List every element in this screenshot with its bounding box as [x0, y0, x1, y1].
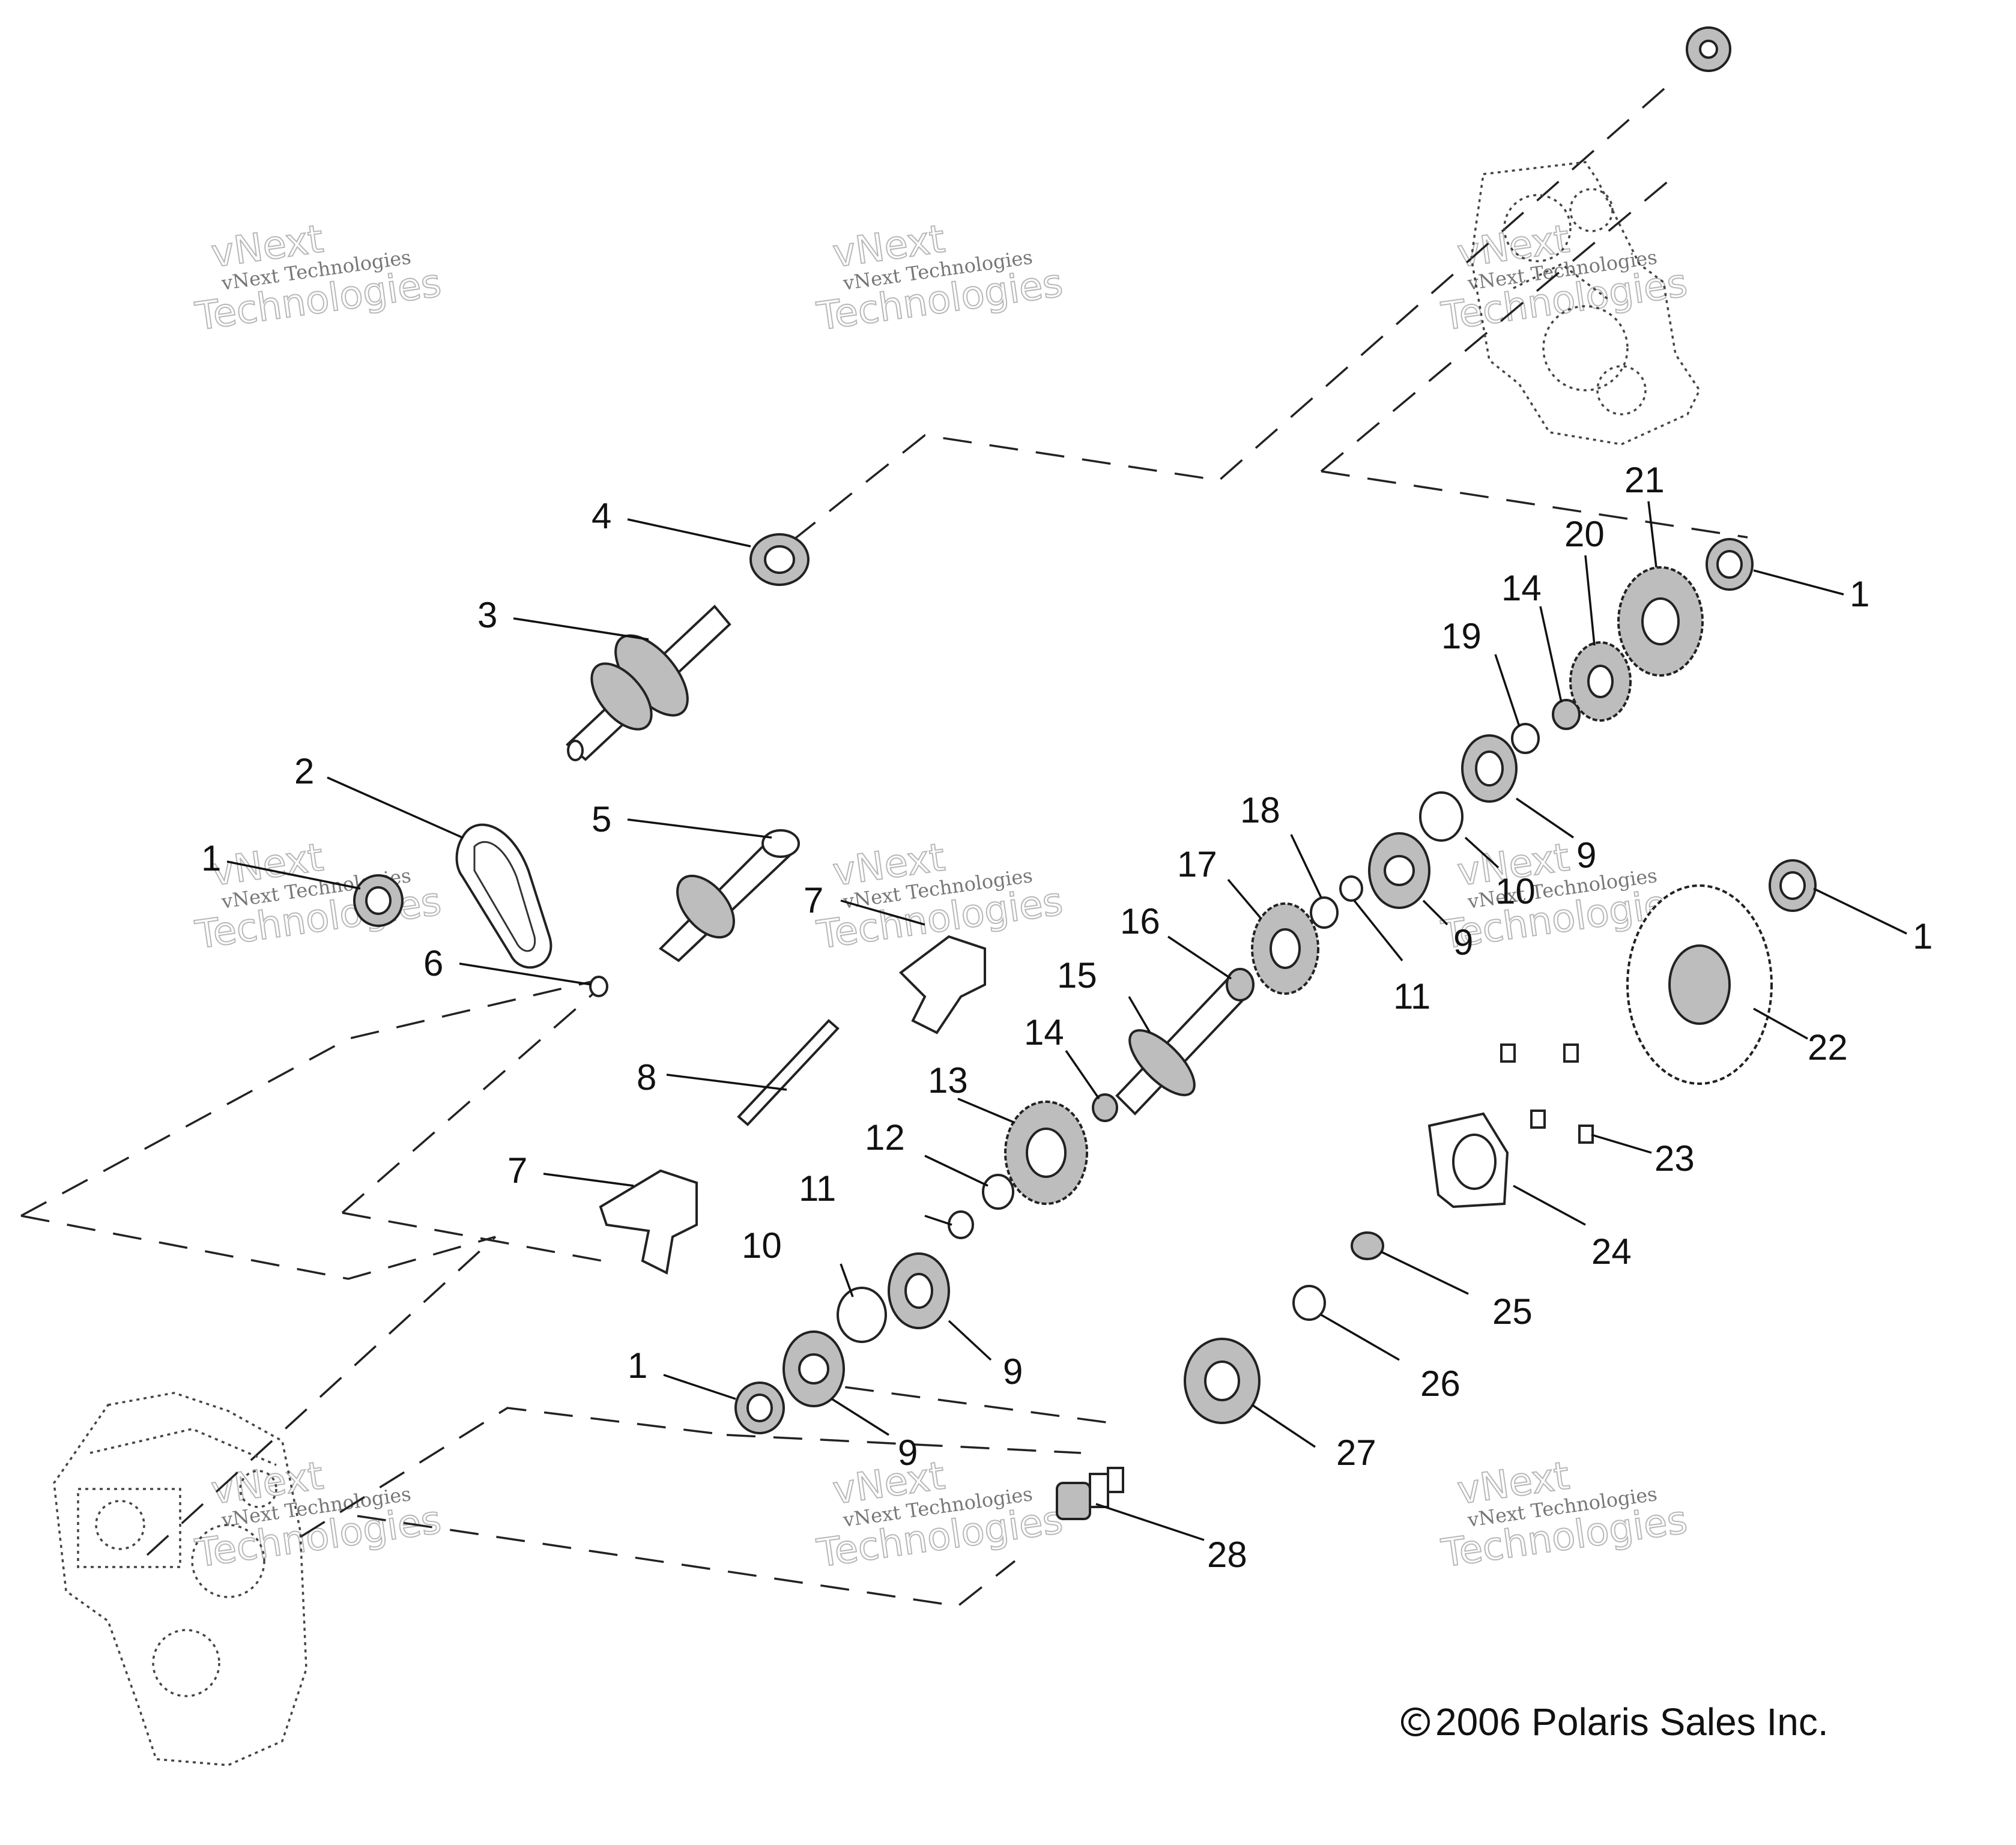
callout-1: 1 [1850, 574, 1869, 614]
callout-10: 10 [742, 1225, 782, 1266]
bearing-part-9-c [888, 1252, 950, 1329]
bearing-part-16 [1226, 968, 1255, 1001]
bearing-part-27 [1184, 1338, 1261, 1424]
shift-shaft-part-5 [658, 829, 800, 962]
callout-27: 27 [1336, 1433, 1376, 1473]
callout-7: 7 [507, 1150, 527, 1191]
callout-6: 6 [423, 943, 443, 983]
callout-21: 21 [1624, 460, 1665, 500]
callout-16: 16 [1120, 901, 1160, 941]
watermark-group: vNext vNext Technologies Technologies vN… [192, 216, 1691, 1577]
shift-fork-part-7-lower [599, 1169, 698, 1275]
callout-9: 9 [1453, 922, 1473, 962]
bearing-part-1-left [353, 874, 404, 927]
callout-17: 17 [1177, 844, 1217, 884]
callout-19: 19 [1441, 616, 1482, 656]
watermark: vNext vNext Technologies Technologies [192, 1453, 444, 1577]
callout-18: 18 [1240, 790, 1280, 830]
callout-8: 8 [637, 1057, 656, 1098]
bearing-part-9-a [1461, 734, 1518, 803]
callout-26: 26 [1420, 1363, 1461, 1404]
callout-20: 20 [1564, 514, 1605, 554]
ring-part-10-upper [1419, 791, 1464, 842]
ring-part-18 [1310, 896, 1339, 929]
ring-part-25 [1351, 1231, 1384, 1260]
ring-part-6 [589, 976, 608, 997]
callout-1: 1 [201, 838, 221, 878]
copyright-text: 2006 Polaris Sales Inc. [1435, 1700, 1829, 1744]
ring-part-11-upper [1339, 875, 1363, 902]
chain-part-2 [455, 823, 552, 969]
watermark: vNext vNext Technologies Technologies [814, 1453, 1066, 1577]
bearing-part-14-lower [1092, 1093, 1118, 1122]
copyright-icon [1401, 1708, 1430, 1736]
watermark: vNext vNext Technologies Technologies [192, 835, 444, 958]
parts [353, 533, 1817, 1520]
callout-22: 22 [1808, 1027, 1848, 1067]
ring-part-12 [982, 1174, 1014, 1210]
rod-part-8 [737, 1019, 840, 1126]
callout-14: 14 [1024, 1012, 1064, 1052]
callout-15: 15 [1057, 955, 1097, 995]
callout-7: 7 [804, 880, 823, 920]
gear-part-17 [1251, 902, 1319, 995]
callout-2: 2 [294, 751, 314, 791]
bearing-part-9-d [782, 1330, 845, 1407]
shaft-part-3 [565, 605, 731, 761]
callout-5: 5 [592, 799, 611, 839]
watermark: vNext vNext Technologies Technologies [814, 835, 1066, 958]
callout-1: 1 [628, 1345, 647, 1386]
transmission-case-housing [53, 1392, 307, 1766]
callout-9: 9 [1576, 835, 1596, 875]
bearing-part-4 [749, 533, 810, 586]
bearing-part-1-top [1706, 538, 1754, 591]
copyright-notice: 2006 Polaris Sales Inc. [1401, 1700, 1829, 1744]
bearing-part-14-upper [1552, 699, 1581, 730]
callout-23: 23 [1654, 1138, 1695, 1179]
transmission-case-cover [1470, 26, 1731, 445]
watermark: vNext vNext Technologies Technologies [814, 216, 1066, 340]
callout-13: 13 [928, 1060, 968, 1101]
callout-12: 12 [865, 1117, 905, 1158]
shaft-part-15 [1115, 977, 1248, 1116]
ring-part-10-lower [837, 1287, 887, 1343]
callout-9: 9 [898, 1433, 918, 1473]
ring-part-11-lower [948, 1210, 974, 1239]
callout-25: 25 [1492, 1291, 1533, 1332]
callout-3: 3 [477, 595, 497, 635]
callout-24: 24 [1591, 1231, 1632, 1272]
bearing-part-9-b [1368, 832, 1430, 909]
sensor-part-28 [1056, 1467, 1124, 1520]
ring-part-26 [1292, 1285, 1326, 1321]
callout-9: 9 [1003, 1351, 1023, 1392]
bearing-part-1-bottom [734, 1381, 785, 1434]
callout-1: 1 [1913, 916, 1933, 956]
callout-11: 11 [1393, 976, 1430, 1016]
assembly-guide-lines [20, 83, 1748, 1607]
gear-part-21 [1617, 566, 1704, 677]
ring-part-19 [1511, 723, 1540, 754]
retainer-plate-part-24 [1427, 1112, 1509, 1209]
watermark: vNext vNext Technologies Technologies [192, 216, 444, 340]
watermark: vNext vNext Technologies Technologies [1438, 216, 1691, 340]
gear-part-13 [1004, 1101, 1088, 1205]
gear-part-20 [1569, 641, 1632, 722]
gear-part-22 [1626, 884, 1773, 1085]
callout-14: 14 [1501, 568, 1542, 608]
callout-28: 28 [1207, 1535, 1247, 1575]
callout-4: 4 [592, 496, 611, 536]
leader-lines [226, 501, 1907, 1541]
bearing-part-1-right [1769, 859, 1817, 912]
callout-labels: 1 1 1 1 2 3 4 5 6 7 7 8 9 9 9 9 10 10 11… [201, 460, 1933, 1575]
bolts-part-23 [1500, 1043, 1594, 1144]
shift-fork-part-7-upper [898, 935, 986, 1034]
callout-10: 10 [1495, 871, 1536, 911]
callout-11: 11 [799, 1168, 836, 1209]
watermark: vNext vNext Technologies Technologies [1438, 1453, 1691, 1577]
